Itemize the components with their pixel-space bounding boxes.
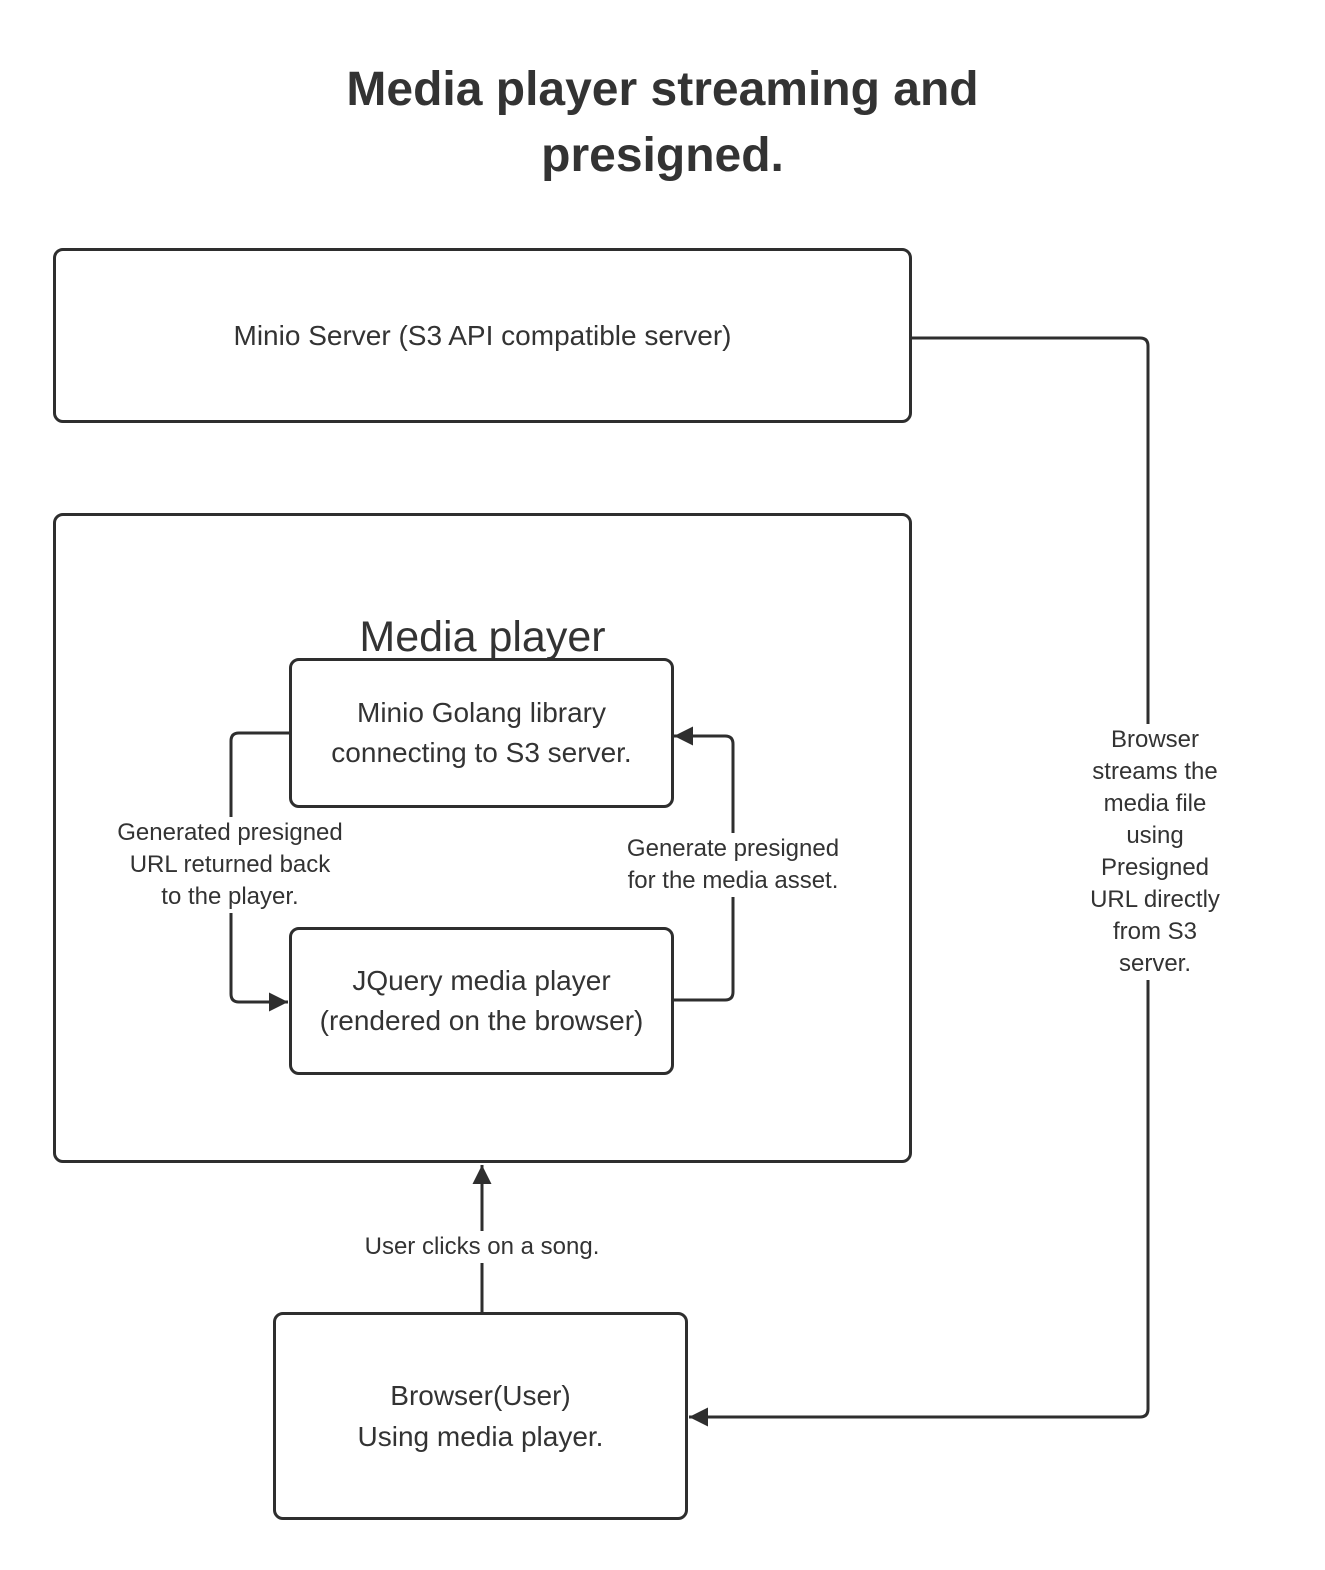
media-player-label: Media player	[359, 613, 606, 661]
edge-label-browser-streams: Browser streams the media file using Pre…	[1070, 724, 1240, 980]
jquery-media-player-node: JQuery media player (rendered on the bro…	[289, 927, 674, 1075]
browser-user-label: Browser(User) Using media player.	[357, 1380, 604, 1452]
jquery-media-player-label: JQuery media player (rendered on the bro…	[319, 965, 644, 1036]
minio-golang-library-node: Minio Golang library connecting to S3 se…	[289, 658, 674, 808]
minio-golang-library-label: Minio Golang library connecting to S3 se…	[331, 697, 632, 768]
minio-server-node: Minio Server (S3 API compatible server)	[53, 248, 912, 423]
edge-label-user-clicks-song: User clicks on a song.	[360, 1231, 604, 1263]
edge-label-generated-presigned: Generated presigned URL returned back to…	[113, 817, 347, 913]
edge-label-generate-presigned: Generate presigned for the media asset.	[622, 833, 844, 897]
browser-user-node: Browser(User) Using media player.	[273, 1312, 688, 1520]
minio-server-label: Minio Server (S3 API compatible server)	[233, 319, 732, 351]
diagram-title: Media player streaming and presigned.	[346, 63, 979, 182]
